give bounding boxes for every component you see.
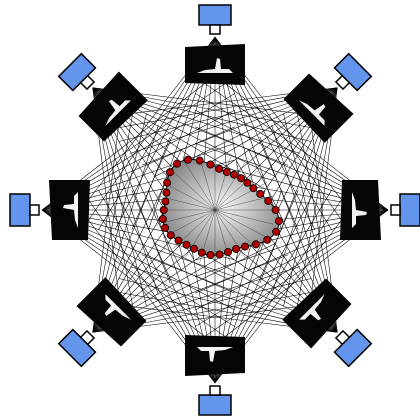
boundary-point bbox=[230, 170, 239, 179]
boundary-point bbox=[274, 216, 283, 225]
boundary-point bbox=[271, 205, 280, 214]
camera-icon bbox=[9, 193, 40, 227]
boundary-point bbox=[222, 167, 231, 176]
boundary-point bbox=[215, 250, 224, 259]
boundary-point bbox=[158, 214, 167, 223]
camera-ring bbox=[9, 4, 420, 416]
boundary-point bbox=[223, 247, 232, 256]
boundary-point bbox=[162, 188, 171, 197]
boundary-point bbox=[189, 244, 198, 253]
boundary-point bbox=[243, 178, 252, 187]
boundary-point bbox=[160, 223, 169, 232]
boundary-point bbox=[174, 236, 183, 245]
image-plane bbox=[78, 71, 148, 142]
image-plane bbox=[185, 44, 245, 85]
camera-icon bbox=[198, 4, 232, 35]
boundary-point bbox=[197, 248, 206, 257]
boundary-point bbox=[272, 227, 281, 236]
boundary-point bbox=[256, 189, 265, 198]
image-plane bbox=[76, 277, 147, 347]
camera-icon bbox=[390, 193, 420, 227]
boundary-point bbox=[165, 168, 174, 177]
image-plane bbox=[185, 335, 245, 376]
boundary-point bbox=[249, 184, 258, 193]
boundary-point bbox=[172, 159, 181, 168]
boundary-point bbox=[206, 250, 215, 259]
boundary-point bbox=[195, 156, 204, 165]
image-plane bbox=[282, 278, 352, 349]
boundary-point bbox=[166, 231, 175, 240]
boundary-point bbox=[251, 240, 260, 249]
boundary-point bbox=[237, 174, 246, 183]
boundary-point bbox=[161, 197, 170, 206]
camera-icon bbox=[57, 328, 97, 368]
boundary-point bbox=[159, 205, 168, 214]
boundary-point bbox=[264, 196, 273, 205]
camera-icon bbox=[333, 328, 373, 368]
boundary-point bbox=[206, 160, 215, 169]
image-plane bbox=[49, 180, 90, 240]
camera-icon bbox=[333, 52, 373, 92]
camera-icon bbox=[198, 385, 232, 416]
boundary-point bbox=[241, 242, 250, 251]
boundary-point bbox=[163, 178, 172, 187]
boundary-point bbox=[215, 164, 224, 173]
camera-icon bbox=[57, 52, 97, 92]
hull-mesh-line bbox=[156, 195, 274, 225]
boundary-point bbox=[232, 244, 241, 253]
image-plane bbox=[283, 73, 354, 143]
image-plane bbox=[340, 180, 381, 240]
boundary-point bbox=[183, 155, 192, 164]
boundary-point bbox=[263, 235, 272, 244]
boundary-point bbox=[182, 240, 191, 249]
visual-hull bbox=[155, 155, 283, 265]
